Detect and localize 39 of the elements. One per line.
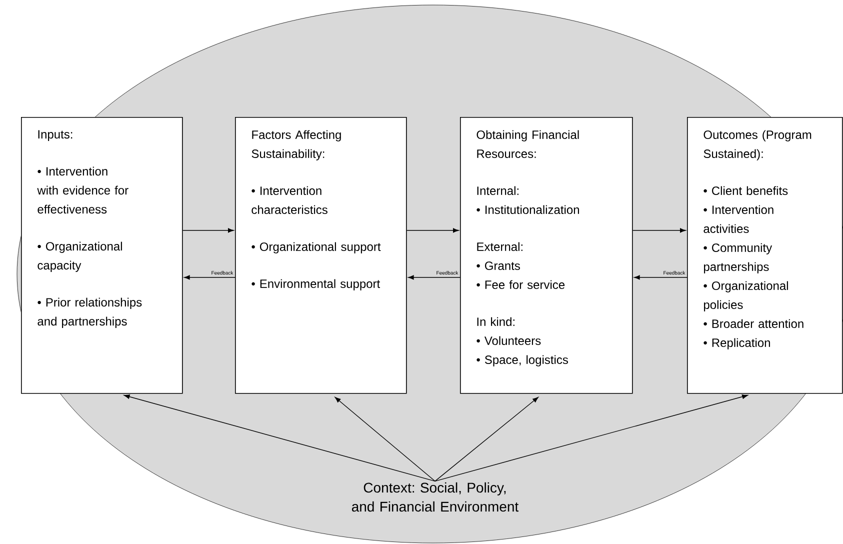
box-heading: Obtaining Financial Resources:	[476, 130, 579, 158]
list-item: • Organizational capacity	[38, 242, 122, 272]
list-item: • Organizational support	[252, 242, 381, 254]
arrow	[334, 397, 436, 482]
list-item: • Intervention characteristics	[252, 186, 328, 214]
arrow	[184, 275, 236, 280]
box-heading: Factors Affecting Sustainability:	[252, 130, 341, 160]
list-item: Internal:	[477, 186, 518, 195]
list-item: In kind:	[477, 317, 514, 326]
arrow	[434, 394, 748, 482]
arrow	[124, 394, 436, 482]
list-item: External:	[477, 242, 522, 251]
arrow	[406, 228, 459, 233]
process-box	[21, 117, 183, 394]
process-box	[687, 117, 843, 394]
process-box	[460, 117, 633, 394]
list-item: • Prior relationships and partnerships	[38, 298, 142, 328]
list-item: • Environmental support	[252, 279, 380, 290]
arrow	[634, 275, 688, 280]
box-heading: Outcomes (Program Sustained):	[704, 130, 812, 160]
list-item: • Volunteers	[476, 336, 541, 345]
list-item: • Client benefits	[704, 186, 788, 195]
arrow	[182, 228, 234, 233]
arrow	[632, 228, 686, 233]
arrow	[408, 275, 460, 280]
list-item: • Intervention activities	[704, 205, 774, 233]
list-item: • Replication	[704, 338, 770, 350]
list-item: • Space, logistics	[476, 355, 568, 366]
list-item: • Organizational policies	[704, 281, 788, 312]
list-item: • Intervention with evidence for effectiveness	[37, 166, 128, 214]
list-item: • Institutionalization	[476, 205, 579, 214]
process-box	[235, 117, 407, 394]
arrow	[434, 396, 538, 482]
list-item: • Broader attention	[704, 319, 804, 328]
list-item: • Community partnerships	[704, 243, 772, 274]
list-item: • Fee for service	[476, 280, 565, 289]
context-text: Context: Social, Policy, and Financial Environment	[352, 482, 519, 512]
box-heading: Inputs:	[38, 130, 72, 141]
list-item: • Grants	[476, 262, 520, 270]
